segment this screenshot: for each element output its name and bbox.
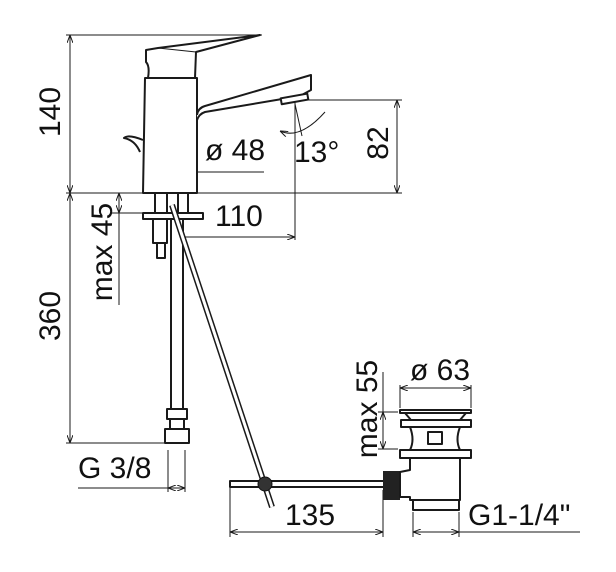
faucet-spout: [196, 74, 312, 121]
label-hose-thread: G 3/8: [78, 452, 151, 485]
mounting-hardware: [142, 192, 275, 508]
label-rod-length: 135: [285, 499, 335, 532]
pop-up-knob: [123, 135, 144, 153]
faucet-lever: [145, 34, 261, 79]
faucet: [123, 34, 312, 194]
drain-assembly: [229, 409, 472, 511]
label-max-45: max 45: [86, 203, 119, 301]
label-total-height: 140: [34, 87, 67, 137]
pop-up-rod: [229, 480, 385, 488]
label-spout-reach: 110: [215, 200, 263, 233]
rod-nut: [383, 471, 400, 500]
label-drain-diameter: ø 63: [410, 354, 470, 387]
hose-nut: [164, 428, 190, 444]
faucet-body: [142, 77, 198, 194]
label-max-55: max 55: [351, 360, 384, 458]
flexible-hose: [170, 218, 184, 410]
label-spout-height: 82: [362, 126, 395, 159]
label-body-diameter: ø 48: [205, 134, 265, 167]
label-hose-length: 360: [34, 291, 67, 341]
dimension-labels: 140 360 max 45 ø 48 13° 82 110 G 3/8 ø 6…: [34, 87, 570, 532]
drain-body: [399, 457, 461, 501]
aerator: [279, 92, 310, 106]
label-spout-angle: 13°: [294, 136, 339, 169]
label-drain-thread: G1-1/4": [468, 499, 570, 532]
